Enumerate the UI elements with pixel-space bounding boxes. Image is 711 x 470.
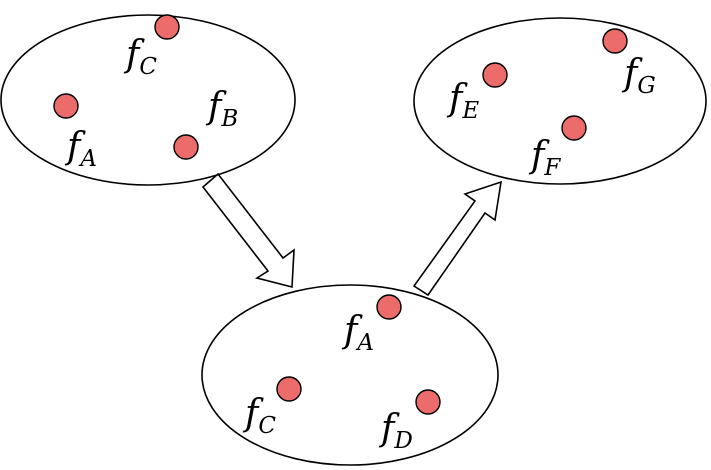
- point-fb: [173, 134, 199, 160]
- label-fa: fA: [64, 126, 97, 172]
- set-bottom: fA fC fD: [201, 284, 499, 466]
- point-fd: [415, 389, 441, 415]
- set-top-left: fC fA fB: [0, 14, 296, 186]
- set-boundary: [201, 284, 499, 466]
- point-fe: [482, 62, 508, 88]
- point-fc: [276, 376, 302, 402]
- label-fe: fE: [446, 78, 479, 124]
- label-fg: fG: [621, 53, 656, 99]
- point-fa: [376, 294, 402, 320]
- set-boundary: [0, 14, 296, 186]
- point-fg: [602, 28, 628, 54]
- label-ff: fF: [528, 135, 561, 181]
- set-top-right: fE fG fF: [413, 17, 707, 185]
- label-fc: fC: [242, 393, 276, 439]
- label-fc: fC: [123, 34, 157, 80]
- label-fb: fB: [205, 86, 238, 132]
- arrow-to-top-right-set: [412, 180, 502, 297]
- point-fc: [154, 14, 180, 40]
- arrow-to-bottom-set: [201, 172, 295, 289]
- point-ff: [561, 115, 587, 141]
- set-boundary: [413, 17, 707, 185]
- arrow-shaft-up: [412, 180, 502, 297]
- arrow-shaft-down: [201, 172, 295, 289]
- point-fa: [53, 93, 79, 119]
- label-fd: fD: [378, 408, 413, 454]
- label-fa: fA: [341, 310, 374, 356]
